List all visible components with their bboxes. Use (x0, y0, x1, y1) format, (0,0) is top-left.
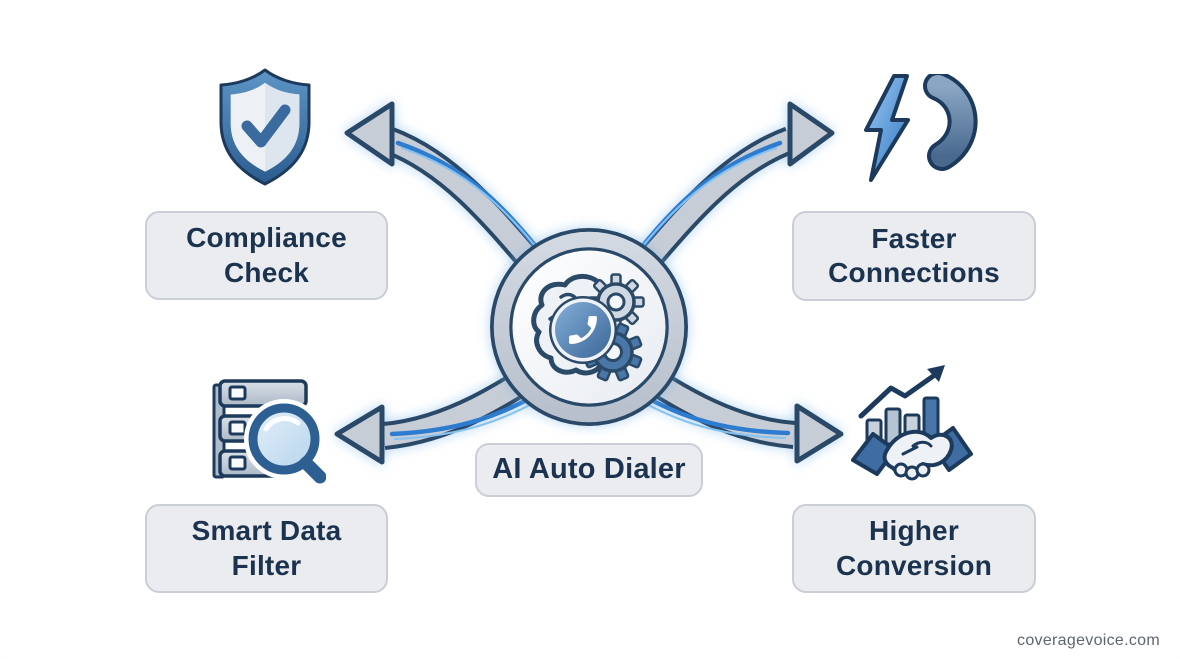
center-label: AI Auto Dialer (492, 453, 686, 486)
phone-call-icon (549, 296, 617, 364)
node-box-smart-data-filter: Smart Data Filter (145, 504, 388, 593)
database-search-icon (204, 377, 326, 489)
node-label: Higher Conversion (835, 515, 993, 581)
lightning-phone-icon (852, 74, 980, 192)
handshake-growth-icon (851, 362, 973, 490)
node-box-compliance-check: Compliance Check (145, 211, 388, 300)
node-box-faster-connections: Faster Connections (792, 211, 1036, 301)
node-box-higher-conversion: Higher Conversion (792, 504, 1036, 593)
node-label: Smart Data Filter (191, 515, 342, 581)
center-label-box: AI Auto Dialer (475, 443, 703, 497)
brain-gears-phone-icon (531, 273, 645, 382)
shield-check-icon (213, 66, 317, 188)
watermark: coveragevoice.com (1017, 632, 1160, 649)
node-label: Faster Connections (828, 222, 1000, 288)
node-label: Compliance Check (186, 222, 347, 288)
